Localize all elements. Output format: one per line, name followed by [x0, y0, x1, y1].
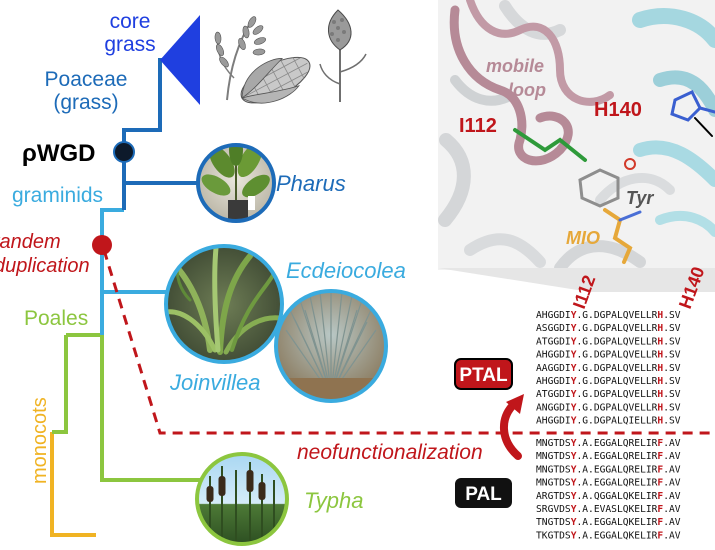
branch-monocots — [50, 432, 96, 537]
pal-sequence-row: TKGTDSY.A.EGGALQKELIRF.AV — [536, 530, 681, 541]
pal-sequence-row: MNGTDSY.A.EGGALQRELIRF.AV — [536, 464, 681, 475]
structure-label-mio: MIO — [566, 228, 600, 248]
label-neofunctionalization: neofunctionalization — [297, 441, 483, 464]
pharus-photo — [196, 143, 276, 223]
neofunctionalization-path — [102, 249, 715, 435]
label-monocots: monocots — [29, 397, 51, 484]
typha-photo — [195, 452, 289, 546]
core-grass-wedge — [160, 15, 200, 105]
ptal-sequence-row: AAGGDIY.G.DGPALQVELLRH.SV — [536, 363, 681, 374]
pal-sequence-row: MNGTDSY.A.EGGALQRELIRF.AV — [536, 438, 681, 449]
branch-poales-stem — [52, 335, 68, 434]
structure-label-h140: H140 — [594, 99, 642, 121]
label-graminids: graminids — [12, 184, 103, 207]
label-tandem-1: tandem — [0, 231, 61, 253]
ptal-badge-label: PTAL — [459, 365, 508, 386]
ptal-sequence-row: ANGGDIY.G.DGPALQVELLRH.SV — [536, 402, 681, 413]
branch-graminids — [100, 208, 170, 335]
label-rho-wgd: ρWGD — [22, 140, 96, 167]
structure-label-mobile: mobile — [486, 56, 544, 76]
ptal-sequence-row: AHGGDIY.G.DGPALQVELLRH.SV — [536, 350, 681, 361]
pal-sequence-row: SRGVDSY.A.EVASLQKELIRF.AV — [536, 504, 681, 515]
ptal-sequence-row: AHGGDIY.G.DGPALQVELLRH.SV — [536, 310, 681, 321]
label-core-grass-2: grass — [104, 33, 155, 56]
ecdeiocolea-photo — [274, 289, 388, 403]
ptal-badge: PTAL — [454, 358, 513, 390]
label-joinvillea: Joinvillea — [169, 370, 261, 395]
label-poales: Poales — [24, 307, 88, 330]
pal-badge: PAL — [455, 478, 512, 508]
structure-label-tyr: Tyr — [626, 188, 654, 208]
label-typha: Typha — [304, 488, 364, 513]
joinvillea-photo — [164, 244, 284, 364]
ptal-sequence-row: ATGGDIY.G.DGPALQVELLRH.SV — [536, 389, 681, 400]
sorghum-icon — [319, 9, 367, 103]
pal-sequence-row: TNGTDSY.A.EGGALQKELIRF.AV — [536, 517, 681, 528]
rho-wgd-node — [113, 141, 135, 163]
label-ecdeiocolea: Ecdeiocolea — [286, 258, 406, 283]
curved-arrow-icon — [499, 394, 524, 460]
pal-badge-label: PAL — [465, 484, 502, 505]
corn-icon — [240, 56, 311, 104]
label-core-grass-1: core — [110, 10, 151, 33]
label-tandem-2: duplication — [0, 255, 90, 277]
ptal-alignment: AHGGDIY.G.DGPALQVELLRH.SV ASGGDIY.G.DGPAL… — [536, 310, 681, 427]
ptal-sequence-row: ASGGDIY.G.DGPALQVELLRH.SV — [536, 323, 681, 334]
tree — [50, 15, 715, 537]
pal-sequence-row: ARGTDSY.A.QGGALQKELIRF.AV — [536, 491, 681, 502]
pal-alignment: MNGTDSY.A.EGGALQRELIRF.AV MNGTDSY.A.EGGAL… — [536, 438, 681, 541]
zoom-wedge — [438, 268, 715, 292]
ptal-sequence-row: AHGGDIY.G.DGPALQVELLRH.SV — [536, 376, 681, 387]
pal-sequence-row: MNGTDSY.A.EGGALQRELIRF.AV — [536, 478, 681, 489]
pal-sequence-row: MNGTDSY.A.EGGALQRELIRF.AV — [536, 451, 681, 462]
tandem-duplication-node — [92, 235, 112, 255]
label-pharus: Pharus — [276, 171, 346, 196]
structure-label-loop: loop — [508, 80, 546, 100]
ptal-sequence-row: ATGGDIY.G.DGPALQVELLRH.SV — [536, 336, 681, 347]
branch-poales — [66, 333, 205, 482]
label-poaceae-2: (grass) — [53, 91, 118, 114]
structure-label-i112: I112 — [459, 115, 497, 137]
label-poaceae-1: Poaceae — [45, 68, 128, 91]
rice-icon — [214, 16, 267, 101]
ptal-sequence-row: AHGGDIY.G.DGPALQIELLRH.SV — [536, 416, 681, 427]
protein-structure: mobile loop I112 H140 Tyr MIO — [438, 0, 715, 274]
